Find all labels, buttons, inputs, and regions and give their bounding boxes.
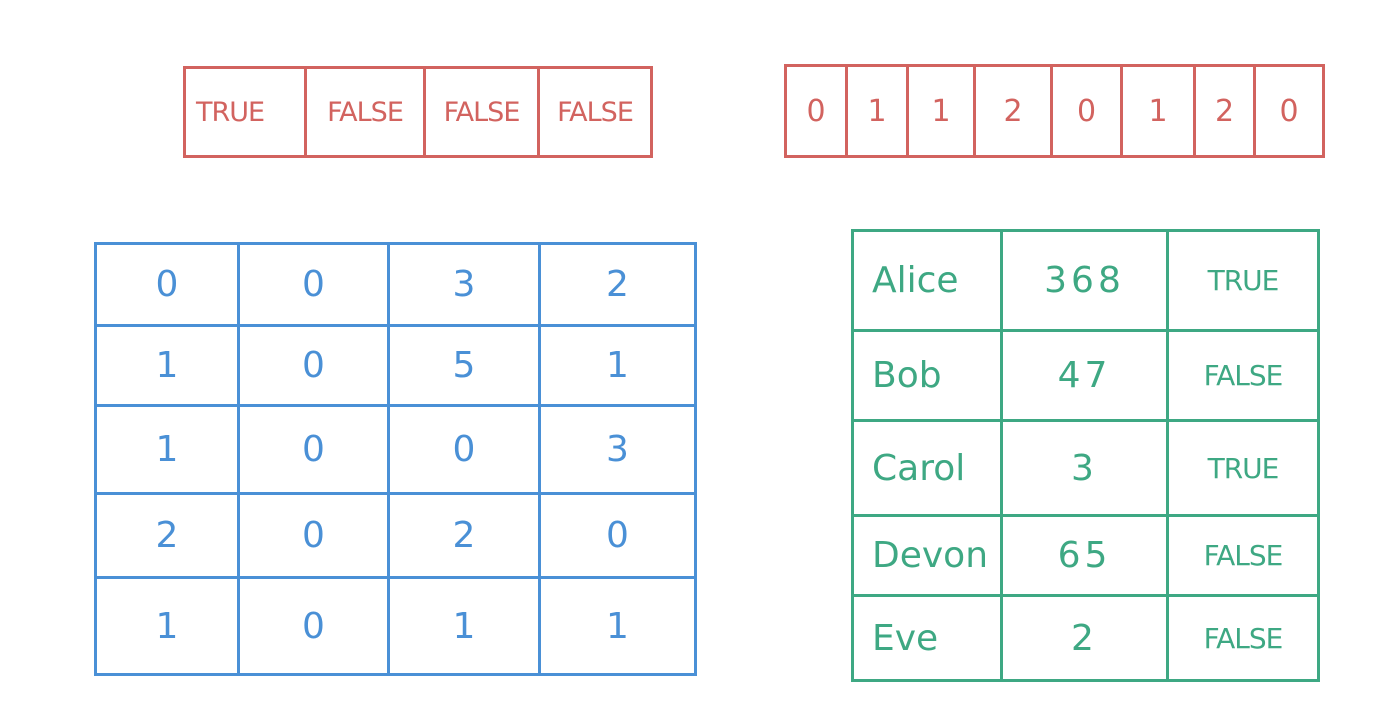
data-frame-name-cell: Eve: [854, 597, 1003, 679]
data-frame-number-cell: 2: [1003, 597, 1169, 679]
logical-vector-cell: FALSE: [426, 69, 540, 155]
data-frame-name-cell: Bob: [854, 332, 1003, 422]
matrix-cell: 0: [240, 407, 390, 495]
data-frame-name-cell: Devon: [854, 517, 1003, 597]
matrix-cell: 0: [240, 579, 390, 673]
matrix-cell: 2: [97, 495, 240, 579]
data-frame-number-cell: 65: [1003, 517, 1169, 597]
logical-vector: TRUE FALSE FALSE FALSE: [183, 66, 653, 158]
matrix-cell: 0: [240, 495, 390, 579]
data-frame-logical-cell: TRUE: [1169, 232, 1317, 332]
matrix-cell: 0: [240, 245, 390, 327]
integer-vector-cell: 1: [909, 67, 976, 155]
data-frame-number-cell: 47: [1003, 332, 1169, 422]
matrix-cell: 2: [541, 245, 694, 327]
integer-vector-cell: 1: [1123, 67, 1196, 155]
data-frame: Alice 368 TRUE Bob 47 FALSE Carol 3 TRUE…: [851, 229, 1320, 682]
integer-vector-cell: 0: [1053, 67, 1123, 155]
integer-vector-cell: 0: [787, 67, 848, 155]
matrix-cell: 0: [240, 327, 390, 407]
matrix-cell: 3: [390, 245, 541, 327]
data-frame-logical-cell: FALSE: [1169, 517, 1317, 597]
matrix-cell: 0: [97, 245, 240, 327]
matrix-cell: 1: [97, 327, 240, 407]
matrix-cell: 0: [541, 495, 694, 579]
matrix-cell: 1: [606, 605, 629, 647]
logical-vector-cell: TRUE: [186, 69, 307, 155]
integer-vector-cell: 2: [1196, 67, 1256, 155]
integer-vector-cell: 0: [1279, 93, 1299, 129]
matrix-cell: 1: [97, 407, 240, 495]
matrix-cell: 2: [390, 495, 541, 579]
matrix-cell: 1: [541, 327, 694, 407]
integer-vector-cell: 1: [848, 67, 909, 155]
data-frame-number-cell: 368: [1003, 232, 1169, 332]
data-frame-number-cell: 3: [1003, 422, 1169, 517]
logical-vector-cell: FALSE: [307, 69, 426, 155]
matrix-cell: 0: [390, 407, 541, 495]
integer-vector-cell: 2: [976, 67, 1053, 155]
matrix-cell: 1: [97, 579, 240, 673]
data-frame-logical-cell: FALSE: [1203, 621, 1284, 655]
data-frame-name-cell: Alice: [854, 232, 1003, 332]
data-frame-logical-cell: TRUE: [1169, 422, 1317, 517]
data-frame-logical-cell: FALSE: [1169, 332, 1317, 422]
matrix-cell: 1: [390, 579, 541, 673]
integer-vector: 0 1 1 2 0 1 2 0: [784, 64, 1325, 158]
matrix-cell: 3: [541, 407, 694, 495]
matrix: 0 0 3 2 1 0 5 1 1 0 0 3 2 0 2 0 1 0 1 1: [94, 242, 697, 676]
logical-vector-cell: FALSE: [557, 96, 634, 128]
matrix-cell: 5: [390, 327, 541, 407]
data-frame-name-cell: Carol: [854, 422, 1003, 517]
